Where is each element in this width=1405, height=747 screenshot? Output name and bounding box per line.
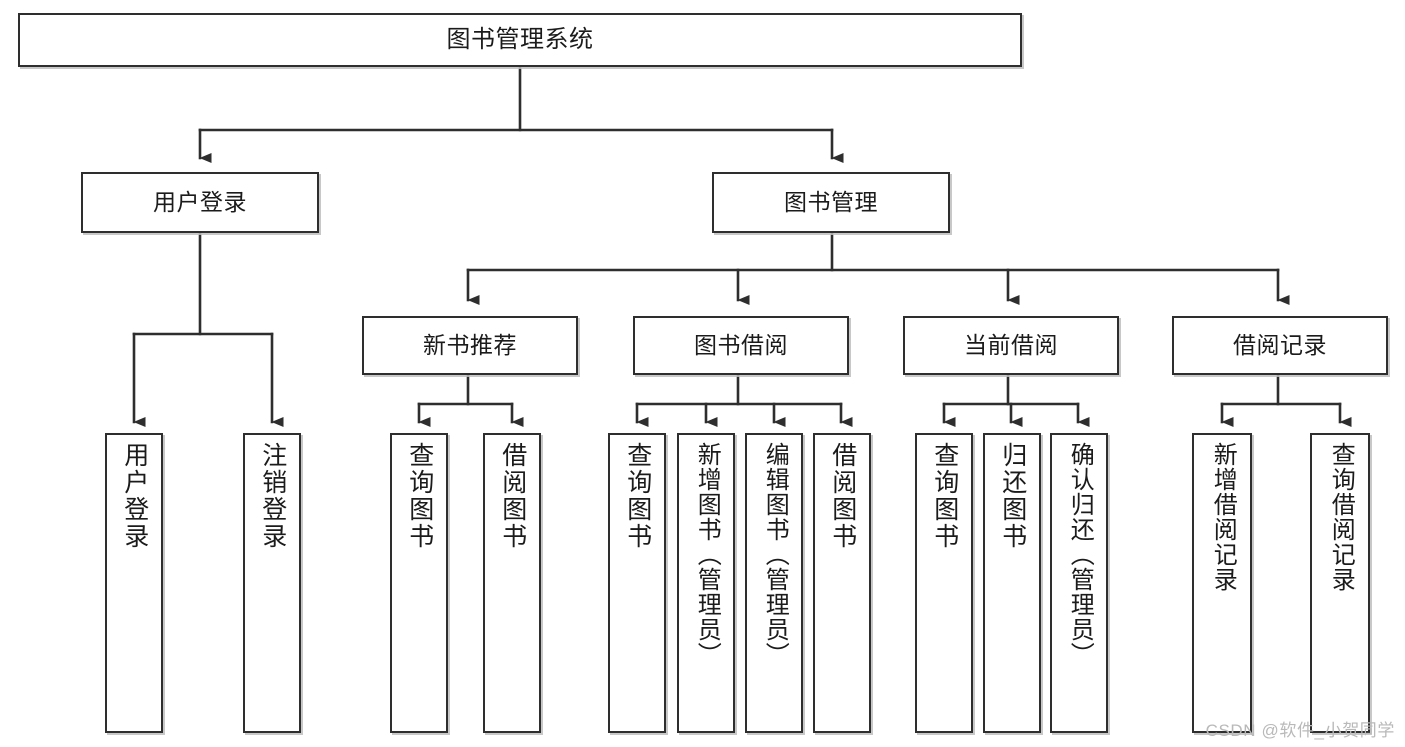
leaf-user-login[interactable]: 用户登录: [105, 433, 163, 733]
node-borrowing-record[interactable]: 借阅记录: [1172, 316, 1388, 375]
node-label: 当前借阅: [964, 331, 1058, 358]
leaf-edit-book-admin[interactable]: 编辑图书（管理员）: [745, 433, 803, 733]
node-user-login[interactable]: 用户登录: [81, 172, 319, 233]
leaf-add-borrow-record[interactable]: 新增借阅记录: [1192, 433, 1252, 733]
node-label: 新书推荐: [423, 331, 517, 358]
node-label: 编辑图书（管理员）: [761, 442, 789, 667]
node-label: 借阅记录: [1233, 331, 1327, 358]
node-label: 借阅图书: [828, 442, 857, 550]
node-label: 图书管理: [784, 188, 878, 215]
leaf-return-book[interactable]: 归还图书: [983, 433, 1041, 733]
node-label: 图书管理系统: [446, 25, 594, 53]
node-new-book-recommendation[interactable]: 新书推荐: [362, 316, 578, 375]
node-label: 新增借阅记录: [1209, 442, 1237, 592]
leaf-query-borrow-record[interactable]: 查询借阅记录: [1310, 433, 1370, 733]
node-label: 查询图书: [405, 442, 434, 550]
node-label: 用户登录: [120, 442, 149, 550]
leaf-borrow-book-recommendation[interactable]: 借阅图书: [483, 433, 541, 733]
leaf-confirm-return-admin[interactable]: 确认归还（管理员）: [1050, 433, 1108, 733]
node-book-management[interactable]: 图书管理: [712, 172, 950, 233]
leaf-logout-login[interactable]: 注销登录: [243, 433, 301, 733]
node-label: 注销登录: [258, 442, 287, 550]
node-label: 归还图书: [998, 442, 1027, 550]
node-label: 用户登录: [153, 188, 247, 215]
node-label: 新增图书（管理员）: [693, 442, 721, 667]
leaf-borrow-book-borrowing[interactable]: 借阅图书: [813, 433, 871, 733]
leaf-query-book-recommendation[interactable]: 查询图书: [390, 433, 448, 733]
leaf-query-book-current[interactable]: 查询图书: [915, 433, 973, 733]
node-label: 查询借阅记录: [1327, 442, 1355, 592]
leaf-add-book-admin[interactable]: 新增图书（管理员）: [677, 433, 735, 733]
node-root-book-management-system[interactable]: 图书管理系统: [18, 13, 1022, 67]
node-current-borrowing[interactable]: 当前借阅: [903, 316, 1119, 375]
node-label: 确认归还（管理员）: [1066, 442, 1094, 667]
node-label: 查询图书: [623, 442, 652, 550]
node-label: 借阅图书: [498, 442, 527, 550]
node-label: 查询图书: [930, 442, 959, 550]
leaf-query-book-borrowing[interactable]: 查询图书: [608, 433, 666, 733]
node-book-borrowing[interactable]: 图书借阅: [633, 316, 849, 375]
node-label: 图书借阅: [694, 331, 788, 358]
csdn-watermark: CSDN @软件_小贺同学: [1205, 721, 1395, 740]
